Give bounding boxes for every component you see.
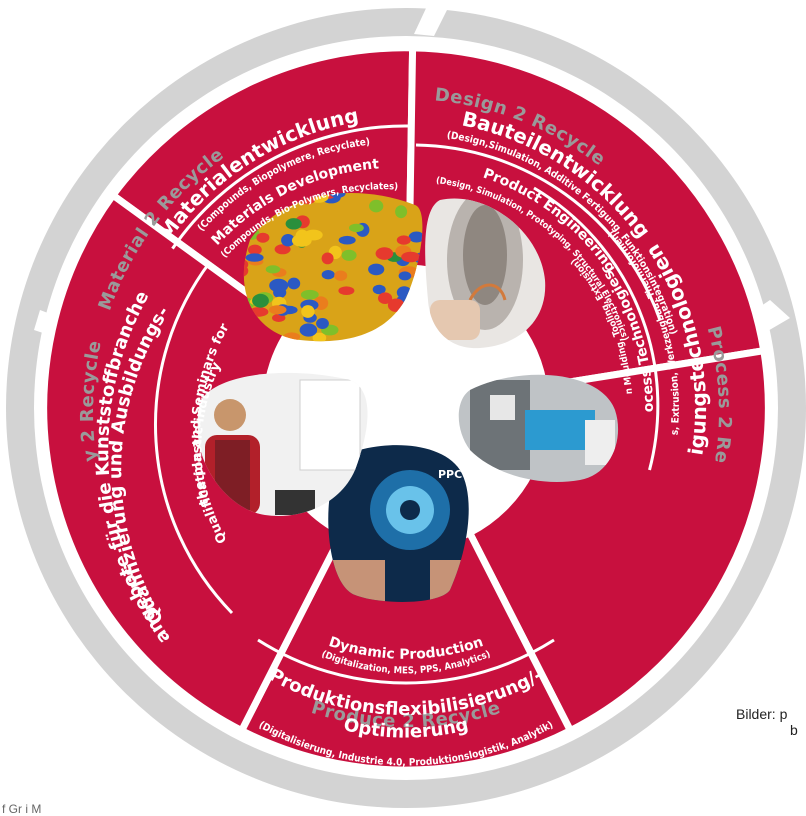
granule bbox=[304, 229, 323, 241]
granule bbox=[396, 235, 411, 245]
granule bbox=[274, 244, 291, 255]
granule bbox=[248, 244, 262, 255]
image-qualify bbox=[197, 372, 368, 516]
granule bbox=[252, 293, 269, 308]
image-credit-line-2: b bbox=[790, 722, 798, 738]
granule bbox=[281, 234, 295, 247]
granule bbox=[369, 199, 384, 213]
granule bbox=[368, 263, 385, 276]
granule bbox=[321, 270, 335, 280]
granule bbox=[312, 332, 327, 342]
image-process bbox=[458, 374, 619, 482]
granule bbox=[287, 277, 301, 290]
granule bbox=[265, 265, 281, 274]
granule bbox=[285, 218, 302, 230]
granule bbox=[375, 247, 394, 260]
granule bbox=[272, 313, 286, 322]
granule bbox=[398, 271, 412, 281]
image-design bbox=[425, 198, 546, 349]
granule bbox=[349, 223, 364, 233]
granule bbox=[321, 252, 334, 265]
granule bbox=[268, 305, 287, 315]
image-credit: Bilder: p b bbox=[736, 706, 798, 738]
bottom-caption: f Gr i M bbox=[2, 802, 42, 816]
granule bbox=[401, 251, 421, 263]
granule bbox=[300, 289, 319, 300]
granule bbox=[301, 305, 315, 318]
ppc-badge: PPC bbox=[438, 468, 462, 481]
granule bbox=[299, 323, 318, 337]
inner-divider-arcs bbox=[154, 124, 662, 685]
granule bbox=[269, 278, 289, 293]
granule bbox=[338, 235, 356, 245]
granule bbox=[334, 270, 348, 281]
image-material bbox=[243, 192, 423, 342]
granule bbox=[372, 284, 386, 295]
image-credit-line-1: Bilder: p bbox=[736, 706, 788, 722]
granule bbox=[378, 292, 393, 305]
granule bbox=[316, 318, 329, 329]
granule bbox=[395, 205, 408, 219]
granule bbox=[338, 286, 355, 296]
granule bbox=[408, 231, 423, 243]
granule bbox=[341, 249, 357, 261]
granule bbox=[245, 253, 264, 262]
granule bbox=[256, 232, 270, 243]
